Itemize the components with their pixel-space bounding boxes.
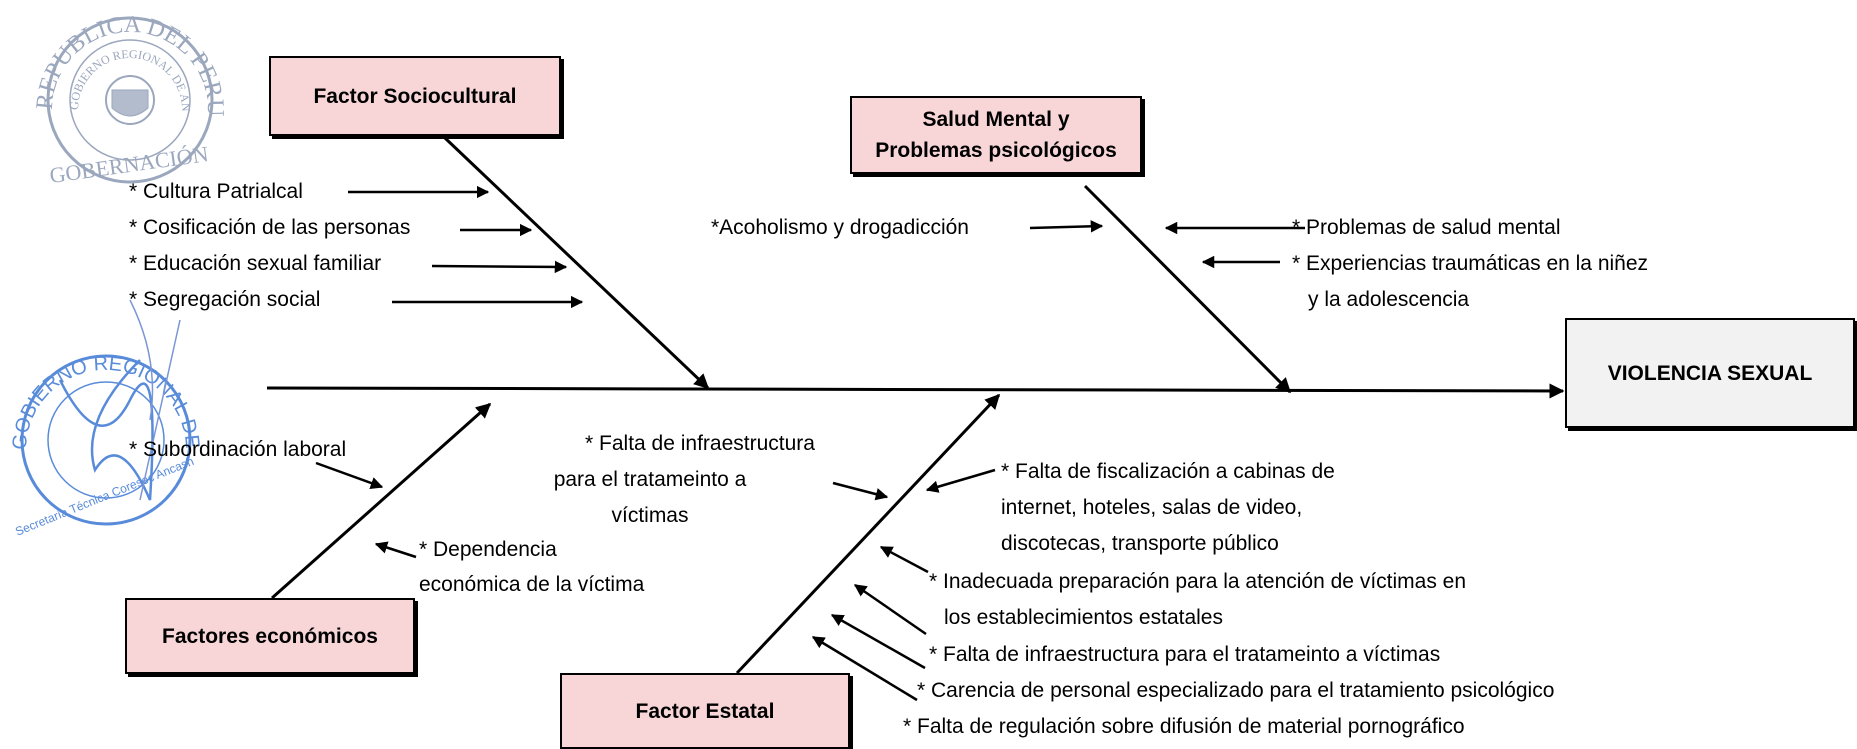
effect-box: VIOLENCIA SEXUAL bbox=[1565, 318, 1855, 428]
rib-salud-mental bbox=[1083, 184, 1292, 394]
cause-experiencias-cont: y la adolescencia bbox=[1308, 288, 1470, 311]
cause-infraestructura-left-3: víctimas bbox=[611, 504, 689, 527]
category-box-salud-mental: Salud Mental y Problemas psicológicos bbox=[850, 96, 1142, 174]
cause-infraestructura-left-2: para el tratameinto a bbox=[553, 468, 747, 491]
category-label-salud-mental-line1: Salud Mental y bbox=[922, 108, 1070, 131]
arrow-alcoholismo bbox=[1029, 220, 1104, 233]
signature-scribble bbox=[58, 359, 154, 501]
category-box-sociocultural: Factor Sociocultural bbox=[269, 56, 561, 136]
rib-economicos bbox=[271, 402, 492, 600]
category-label-sociocultural: Factor Sociocultural bbox=[313, 84, 517, 108]
category-box-economicos: Factores económicos bbox=[125, 598, 415, 674]
rib-sociocultural bbox=[443, 136, 710, 390]
category-box-estatal: Factor Estatal bbox=[560, 673, 850, 749]
category-label-estatal: Factor Estatal bbox=[635, 699, 775, 723]
effect-label: VIOLENCIA SEXUAL bbox=[1607, 361, 1813, 385]
cause-dependencia: * Dependencia bbox=[419, 538, 557, 561]
cause-dependencia-cont: económica de la víctima bbox=[419, 573, 645, 596]
arrow-educacion bbox=[431, 260, 568, 274]
cause-infraestructura-left-1: * Falta de infraestructura bbox=[585, 432, 815, 455]
arrow-dependencia bbox=[374, 541, 417, 559]
category-label-economicos: Factores económicos bbox=[162, 624, 378, 648]
rib-estatal bbox=[735, 393, 1001, 675]
cause-subordinacion: * Subordinación laboral bbox=[129, 438, 347, 461]
arrow-infraestructura-right bbox=[853, 583, 927, 636]
arrow-fiscalizacion bbox=[925, 468, 996, 493]
cause-experiencias: * Experiencias traumáticas en la niñez bbox=[1292, 252, 1649, 275]
category-label-salud-mental-line2: Problemas psicológicos bbox=[875, 139, 1117, 162]
arrow-inadecuada bbox=[879, 545, 929, 574]
arrow-regulacion bbox=[811, 635, 918, 702]
cause-inadecuada-2: los establecimientos estatales bbox=[944, 606, 1223, 629]
cause-cultura-patriarcal: * Cultura Patrialcal bbox=[129, 180, 303, 203]
arrow-subordinacion bbox=[315, 461, 384, 490]
cause-carencia-personal: * Carencia de personal especializado par… bbox=[917, 679, 1555, 702]
arrow-infraestructura-left bbox=[832, 481, 889, 501]
cause-cosificacion: * Cosificación de las personas bbox=[129, 216, 411, 239]
spine-line bbox=[266, 383, 1565, 399]
cause-regulacion: * Falta de regulación sobre difusión de … bbox=[903, 715, 1465, 738]
cause-fiscalizacion-1: * Falta de fiscalización a cabinas de bbox=[1001, 460, 1335, 483]
cause-infraestructura-right: * Falta de infraestructura para el trata… bbox=[929, 643, 1441, 666]
cause-fiscalizacion-3: discotecas, transporte público bbox=[1001, 532, 1279, 555]
arrow-carencia bbox=[830, 613, 926, 670]
svg-text:GOBIERNO REGIONAL DE ANCASH: GOBIERNO REGIONAL DE ANCASH bbox=[0, 0, 193, 112]
cause-educacion-sexual: * Educación sexual familiar bbox=[129, 252, 382, 275]
cause-inadecuada-1: * Inadecuada preparación para la atenció… bbox=[929, 570, 1467, 593]
cause-problemas-salud: * Problemas de salud mental bbox=[1292, 216, 1561, 239]
cause-alcoholismo: *Acoholismo y drogadicción bbox=[711, 216, 969, 239]
cause-segregacion: * Segregación social bbox=[129, 288, 321, 311]
cause-fiscalizacion-2: internet, hoteles, salas de video, bbox=[1001, 496, 1303, 519]
government-seal-top: REPUBLICA DEL PERU GOBIERNO REGIONAL DE … bbox=[0, 0, 228, 188]
seal-top-inner-text: GOBIERNO REGIONAL DE ANCASH bbox=[0, 0, 193, 112]
